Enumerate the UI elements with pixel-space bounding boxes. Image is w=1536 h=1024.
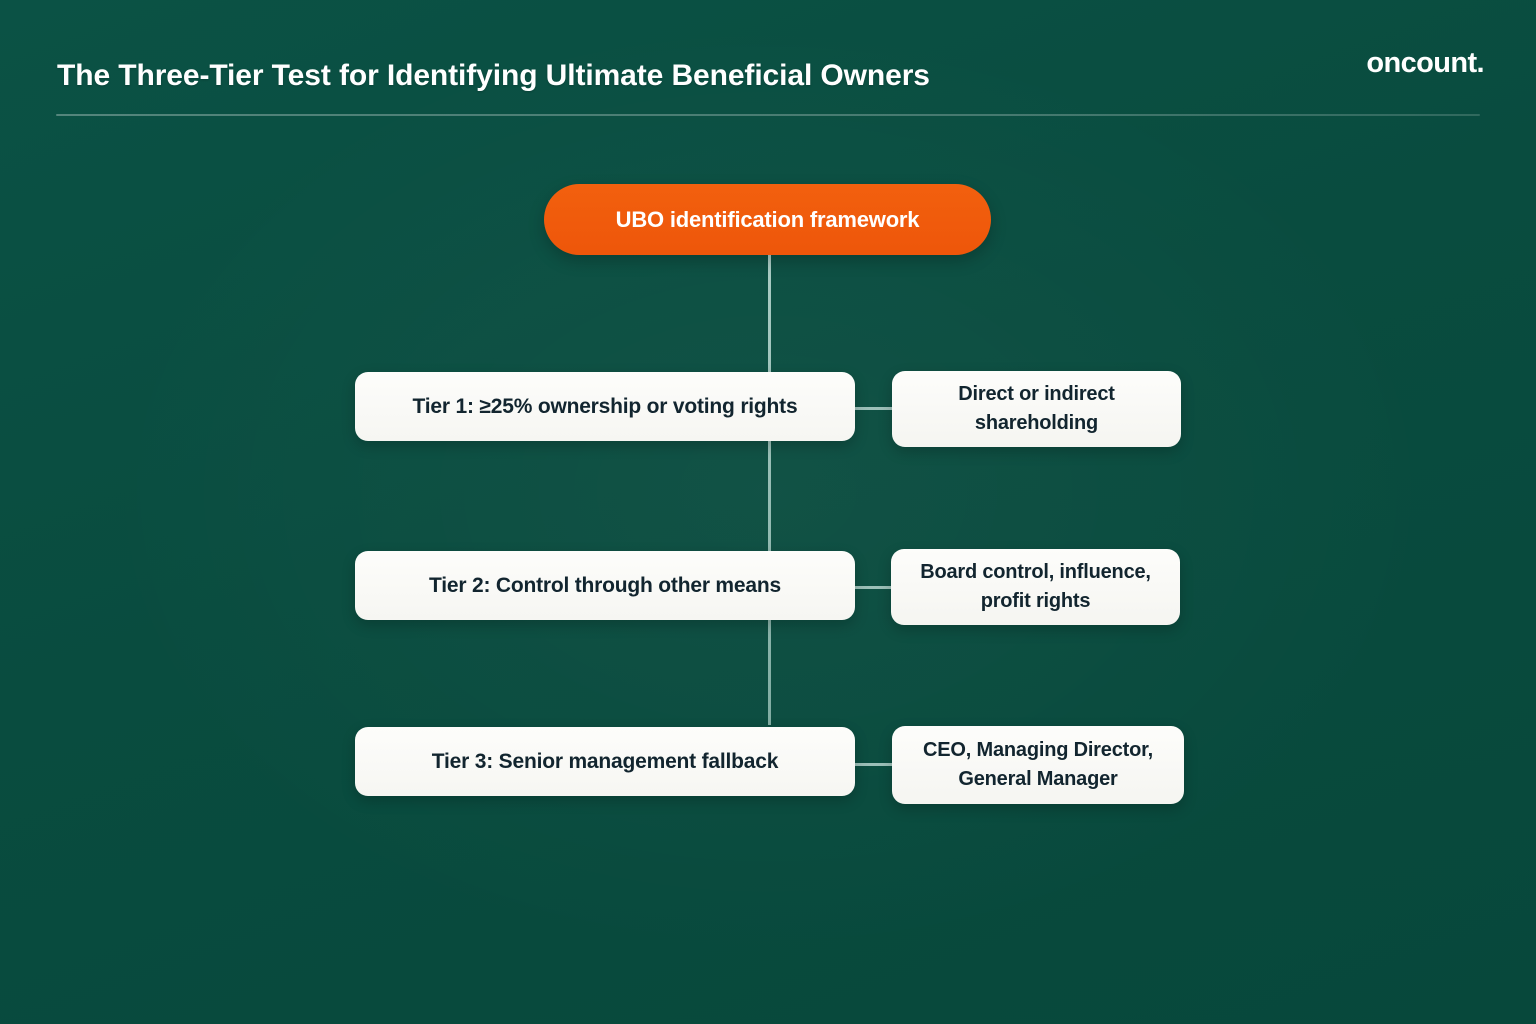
- node-tier-2-detail[interactable]: Board control, influence, profit rights: [891, 549, 1180, 625]
- connector-tier-3-to-detail: [853, 763, 893, 766]
- node-root-ubo-framework[interactable]: UBO identification framework: [544, 184, 991, 255]
- node-tier-1-label: Tier 1: ≥25% ownership or voting rights: [412, 394, 798, 418]
- brand-logo: oncount.: [1366, 47, 1484, 79]
- node-tier-2-detail-label: Board control, influence, profit rights: [920, 561, 1151, 612]
- node-tier-1-detail-label: Direct or indirect shareholding: [958, 383, 1115, 434]
- connector-tier-2-to-detail: [853, 586, 893, 589]
- connector-vertical-trunk: [768, 253, 771, 725]
- node-tier-2-label: Tier 2: Control through other means: [429, 573, 781, 597]
- page-title: The Three-Tier Test for Identifying Ulti…: [57, 59, 930, 92]
- node-tier-2[interactable]: Tier 2: Control through other means: [355, 551, 855, 620]
- node-tier-1[interactable]: Tier 1: ≥25% ownership or voting rights: [355, 372, 855, 441]
- node-tier-1-detail[interactable]: Direct or indirect shareholding: [892, 371, 1181, 447]
- node-root-label: UBO identification framework: [615, 206, 920, 232]
- slide-header: The Three-Tier Test for Identifying Ulti…: [0, 0, 1536, 120]
- node-tier-3-label: Tier 3: Senior management fallback: [431, 749, 779, 773]
- header-divider: [56, 114, 1480, 116]
- node-tier-3-detail[interactable]: CEO, Managing Director, General Manager: [892, 726, 1184, 804]
- node-tier-3-detail-label: CEO, Managing Director, General Manager: [923, 739, 1153, 790]
- connector-tier-1-to-detail: [853, 407, 893, 410]
- node-tier-3[interactable]: Tier 3: Senior management fallback: [355, 727, 855, 796]
